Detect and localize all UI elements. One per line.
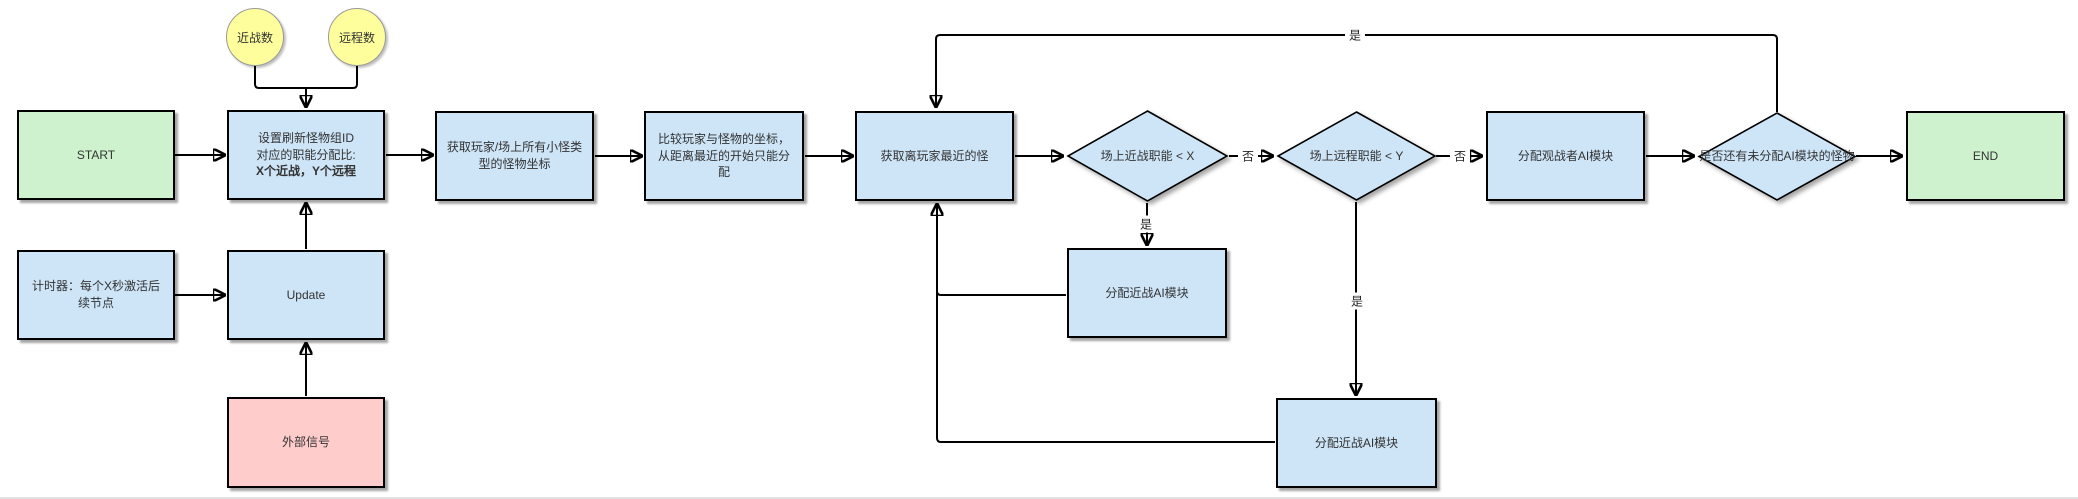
ranged-check-label: 场上远程职能 < Y: [1309, 148, 1404, 163]
decision-ranged-check[interactable]: 场上远程职能 < Y: [1276, 111, 1437, 201]
get-coords-label: 获取玩家/场上所有小怪类型的怪物坐标: [446, 140, 583, 171]
decision-remaining-check[interactable]: 是否还有未分配AI模块的怪物: [1697, 112, 1857, 201]
assign-melee-2-label: 分配近战AI模块: [1314, 435, 1399, 450]
edge-assign2-back-join: [936, 289, 1275, 443]
external-signal-label: 外部信号: [281, 435, 330, 450]
timer-label: 计时器：每个X秒激活后续节点: [31, 279, 160, 310]
compare-coords-label: 比较玩家与怪物的坐标，从距离最近的开始只能分配: [657, 131, 790, 180]
decision-ranged-shape: [1276, 111, 1437, 201]
process-update[interactable]: Update: [227, 250, 385, 340]
external-signal-node[interactable]: 外部信号: [227, 397, 385, 488]
edge-label-no-melee: 否: [1237, 147, 1259, 165]
end-node[interactable]: END: [1906, 111, 2065, 201]
decision-melee-check[interactable]: 场上近战职能 < X: [1066, 110, 1229, 202]
edge-label-yes-melee: 是: [1135, 215, 1157, 233]
get-nearest-label: 获取离玩家最近的怪: [880, 148, 989, 163]
assign-melee-1-label: 分配近战AI模块: [1105, 285, 1189, 300]
assign-spectator-label: 分配观战者AI模块: [1517, 148, 1614, 163]
input-melee-count[interactable]: 近战数: [226, 8, 284, 66]
edge-label-no-ranged: 否: [1449, 147, 1471, 165]
process-setup-ratio[interactable]: 设置刷新怪物组ID 对应的职能分配比: X个近战，Y个远程: [227, 110, 385, 200]
process-get-coords[interactable]: 获取玩家/场上所有小怪类型的怪物坐标: [435, 111, 594, 201]
canvas-bottom-edge: [0, 497, 2078, 499]
edge-remaining-yes-loop-top: [936, 34, 1778, 112]
process-timer[interactable]: 计时器：每个X秒激活后续节点: [17, 250, 175, 340]
input-melee-count-label: 近战数: [236, 30, 273, 45]
remaining-check-label: 是否还有未分配AI模块的怪物: [1699, 149, 1855, 164]
decision-remaining-shape: [1697, 112, 1857, 201]
input-ranged-count-label: 远程数: [338, 30, 375, 45]
process-assign-spectator[interactable]: 分配观战者AI模块: [1486, 111, 1645, 201]
process-assign-melee-2[interactable]: 分配近战AI模块: [1276, 398, 1437, 488]
edge-label-yes-loop: 是: [1344, 26, 1366, 44]
update-label: Update: [286, 287, 326, 302]
input-ranged-count[interactable]: 远程数: [328, 8, 386, 66]
edge-assign1-back-getnearest: [937, 205, 1066, 296]
end-label: END: [1972, 148, 1999, 163]
process-compare-coords[interactable]: 比较玩家与怪物的坐标，从距离最近的开始只能分配: [644, 111, 804, 201]
process-get-nearest[interactable]: 获取离玩家最近的怪: [855, 111, 1014, 201]
start-node[interactable]: START: [17, 110, 175, 200]
edge-circles-merge: [254, 64, 358, 89]
setup-bold-text: X个近战，Y个远程: [255, 164, 356, 179]
start-label: START: [76, 147, 116, 162]
setup-text: 设置刷新怪物组ID 对应的职能分配比:: [256, 130, 356, 162]
process-assign-melee-1[interactable]: 分配近战AI模块: [1067, 248, 1227, 338]
edge-label-yes-ranged: 是: [1346, 292, 1368, 310]
melee-check-label: 场上近战职能 < X: [1100, 148, 1195, 163]
decision-melee-shape: [1066, 110, 1229, 202]
